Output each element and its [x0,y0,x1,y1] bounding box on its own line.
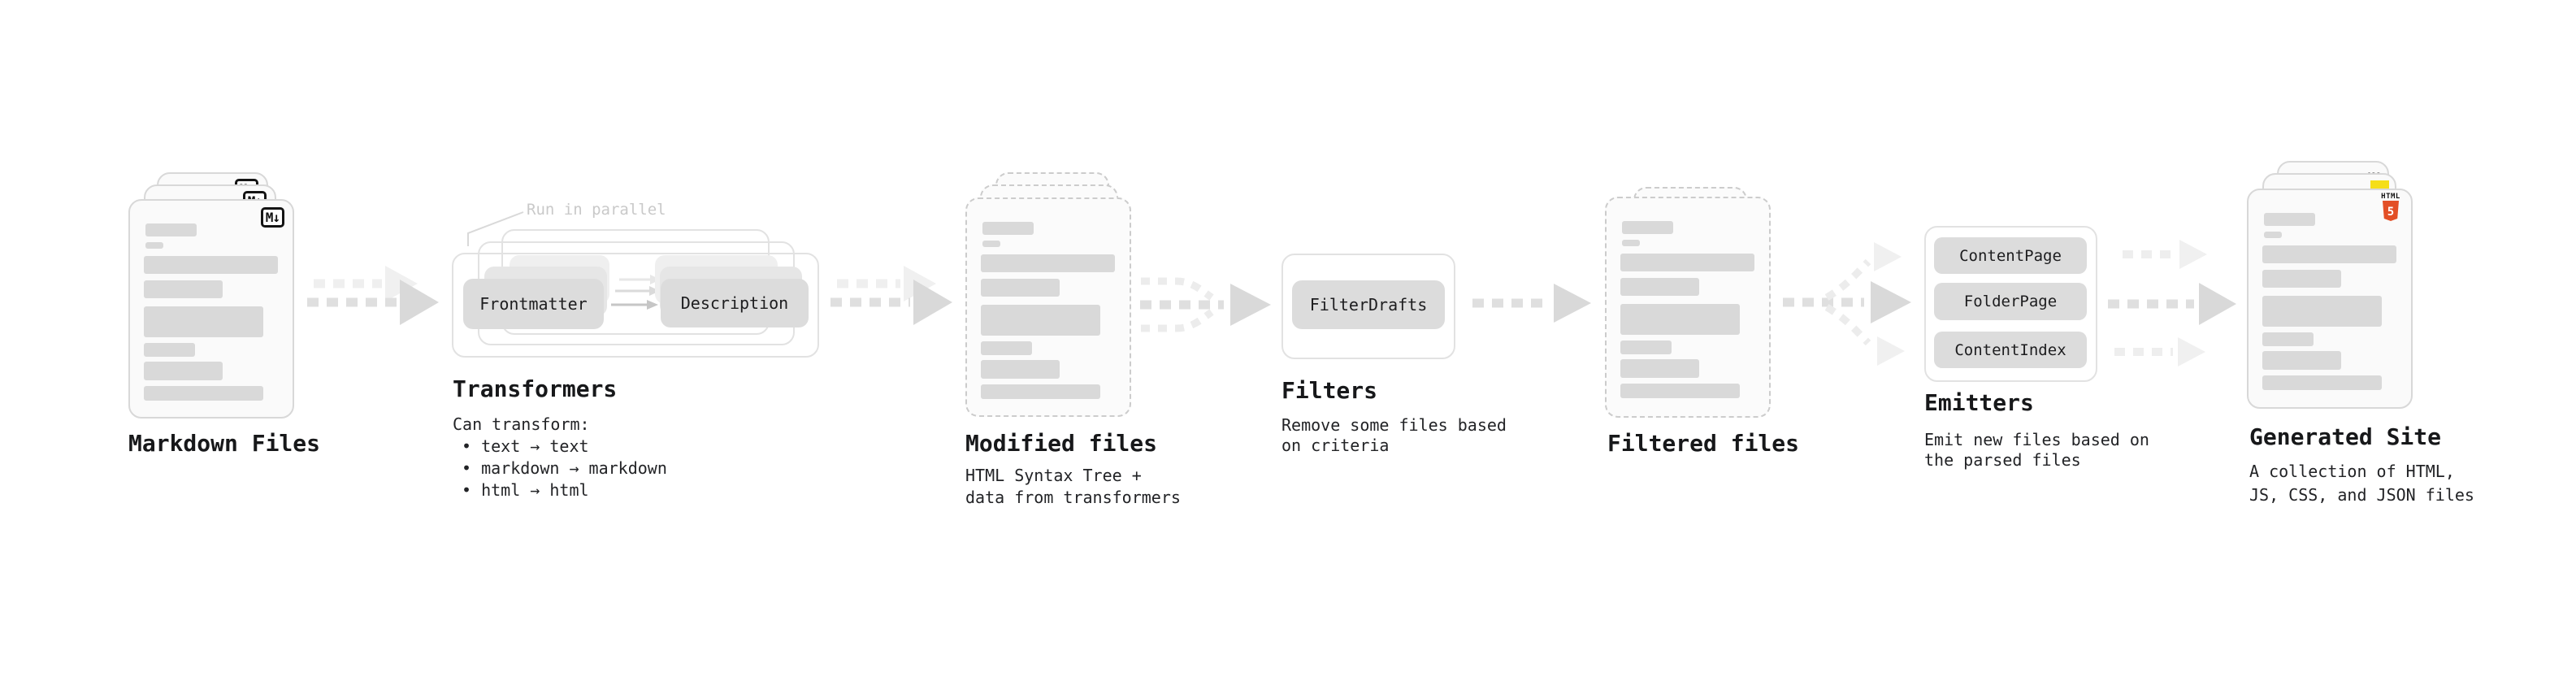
text-placeholder-bar [1622,221,1673,234]
generated-file-card-front: HTML 5 [2247,189,2413,409]
text-placeholder-bar [2262,270,2341,288]
markdown-icon: M↓ [260,207,284,228]
arrowhead-icon [400,280,439,325]
description-line: the parsed files [1924,450,2081,470]
annotation-leader-line [467,211,524,246]
text-placeholder-bar [2264,213,2315,226]
arrowhead-icon [1554,284,1591,323]
html5-icon-label: HTML [2381,193,2400,201]
generated-site-description: A collection of HTML, JS, CSS, and JSON … [2249,460,2474,507]
html5-shield-shape [2383,201,2399,221]
arrowhead-icon [1877,336,1905,366]
text-placeholder-bar [144,343,195,357]
bullet-item: • html → html [462,480,589,500]
arrow-filtered-to-emitters [1783,242,1911,366]
arrowhead-icon [913,280,952,325]
stage-title-transformers: Transformers [453,375,618,402]
text-placeholder-bar [2262,245,2396,263]
run-in-parallel-annotation: Run in parallel [527,201,666,219]
stage-title-emitters: Emitters [1924,389,2034,416]
arrow-filters-to-filtered [1472,284,1591,323]
transformer-box-front [452,253,819,358]
arrowhead-icon [2199,283,2236,325]
text-placeholder-bar [145,242,163,249]
filter-pill-filterdrafts: FilterDrafts [1292,280,1445,329]
text-placeholder-bar [2264,232,2282,238]
emitter-pill-contentpage: ContentPage [1934,237,2087,274]
stage-title-modified-files: Modified files [965,430,1158,457]
arrowhead-icon [2179,240,2207,269]
description-line: JS, CSS, and JSON files [2249,485,2474,505]
stage-title-generated-site: Generated Site [2249,423,2442,450]
arrowhead-icon [1874,242,1902,271]
arrow-emitters-to-generated [2108,240,2236,367]
arrowhead-icon [2178,337,2205,367]
text-placeholder-bar [144,280,223,298]
text-placeholder-bar [144,256,278,274]
arrow-transformers-to-modified [830,266,952,325]
modified-file-card-front [965,197,1131,417]
transformer-pill-frontmatter: Frontmatter [463,279,604,329]
description-line: Remove some files based [1281,415,1507,435]
text-placeholder-bar [981,254,1115,272]
description-line: data from transformers [965,488,1181,507]
text-placeholder-bar [144,306,263,337]
description-line: on criteria [1281,436,1390,455]
text-placeholder-bar [145,223,197,236]
text-placeholder-bar [144,386,263,401]
text-placeholder-bar [2262,296,2382,327]
text-placeholder-bar [1620,384,1740,398]
arrowhead-icon [1871,281,1911,323]
note-heading: Can transform: [453,414,590,434]
filtered-file-card-front [1605,197,1771,418]
html5-icon: HTML 5 [2380,193,2401,222]
text-placeholder-bar [1620,278,1699,296]
text-placeholder-bar [981,384,1100,399]
stage-title-filtered-files: Filtered files [1607,430,1800,457]
text-placeholder-bar [982,241,1000,247]
bullet-item: • markdown → markdown [462,458,667,478]
markdown-file-card-front: M↓ [128,199,294,419]
text-placeholder-bar [1622,240,1640,246]
text-placeholder-bar [981,279,1060,297]
transformers-note: Can transform: • text → text • markdown … [453,414,667,501]
emitters-description: Emit new files based on the parsed files [1924,430,2149,471]
emitter-pill-folderpage: FolderPage [1934,283,2087,320]
text-placeholder-bar [2262,375,2382,390]
text-placeholder-bar [1620,254,1754,271]
modified-files-description: HTML Syntax Tree + data from transformer… [965,465,1181,509]
text-placeholder-bar [2262,351,2341,370]
bullet-item: • text → text [462,436,589,456]
text-placeholder-bar [981,341,1032,355]
text-placeholder-bar [144,362,223,380]
fan-branch-bottom [1824,304,1871,346]
arrow-modified-to-filters [1140,277,1271,332]
text-placeholder-bar [1620,340,1672,354]
description-line: HTML Syntax Tree + [965,466,1142,485]
description-line: Emit new files based on [1924,430,2149,449]
html5-shield: 5 [2383,201,2399,221]
merge-branch-bottom [1141,309,1214,332]
fan-branch-top [1824,258,1871,301]
filters-description: Remove some files based on criteria [1281,415,1507,456]
stage-title-filters: Filters [1281,377,1378,404]
text-placeholder-bar [981,305,1100,336]
transformer-parallel-arrows [611,275,661,310]
stage-title-markdown-files: Markdown Files [128,430,321,457]
emitter-pill-contentindex: ContentIndex [1934,332,2087,368]
transformer-pill-description: Description [661,279,809,327]
text-placeholder-bar [2262,332,2314,346]
merge-branch-top [1141,277,1214,301]
text-placeholder-bar [1620,359,1699,378]
arrow-markdown-to-transformers [307,266,439,325]
text-placeholder-bar [1620,304,1740,335]
arrowhead-icon [1230,284,1271,326]
html5-number: 5 [2387,206,2394,219]
text-placeholder-bar [981,360,1060,379]
description-line: A collection of HTML, [2249,462,2455,481]
arrowhead-icon [649,286,660,296]
arrowhead-icon [647,300,658,310]
text-placeholder-bar [982,222,1034,235]
